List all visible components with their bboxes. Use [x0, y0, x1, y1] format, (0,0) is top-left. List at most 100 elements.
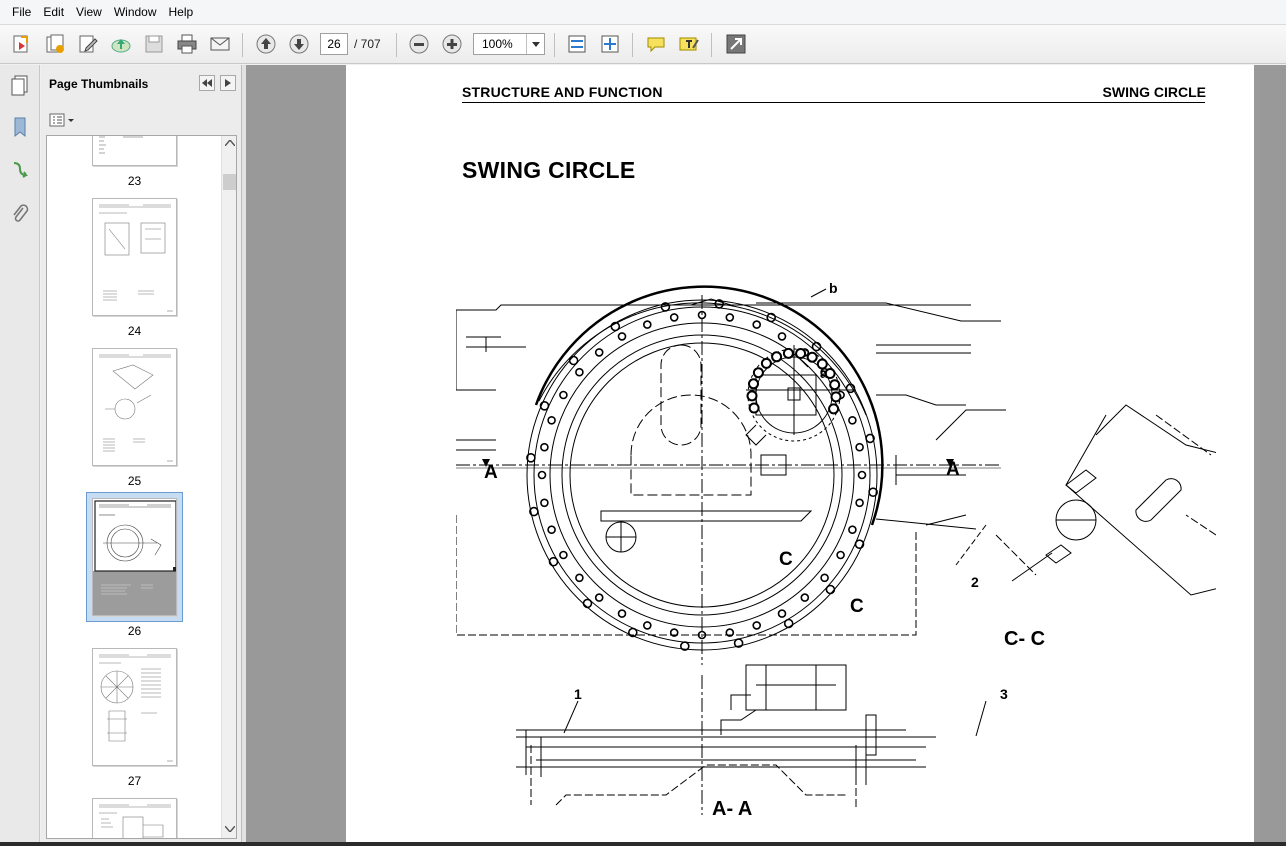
bolt-hole [697, 630, 707, 640]
pinion-tooth [760, 357, 772, 369]
zoom-in-icon[interactable] [440, 32, 464, 56]
comment-icon[interactable] [644, 32, 668, 56]
bolt-hole [820, 573, 829, 583]
part-number-3: 3 [1000, 686, 1008, 702]
menu-edit[interactable]: Edit [43, 5, 65, 19]
window-bottom-edge [0, 842, 1286, 846]
fit-width-icon[interactable] [565, 32, 589, 56]
thumbnail-scrollbar[interactable] [221, 136, 236, 838]
bolt-hole [800, 593, 810, 602]
fit-page-icon[interactable] [598, 32, 622, 56]
pinion-tooth [829, 379, 841, 391]
outer-bolt [610, 321, 621, 332]
bolt-hole [547, 525, 556, 534]
page-title: SWING CIRCLE [462, 157, 636, 183]
highlight-text-icon[interactable] [677, 32, 701, 56]
menu-help[interactable]: Help [168, 5, 194, 19]
bolt-hole [540, 442, 549, 452]
previous-page-icon[interactable] [254, 32, 278, 56]
bolt-hole [617, 609, 627, 618]
pinion-tooth [824, 368, 836, 379]
bolt-hole [777, 609, 787, 618]
bolt-hole [697, 310, 707, 320]
attachment-icon[interactable] [8, 202, 32, 226]
full-screen-icon[interactable] [724, 32, 748, 56]
bolt-hole [855, 498, 864, 508]
thumbnail-page-27[interactable] [92, 648, 177, 766]
swing-circle-drawing: b a A A C C 1 2 3 A- A C- C [456, 280, 1216, 820]
pinion-tooth [752, 367, 764, 379]
toolbar: 26 / 707 100% [0, 25, 1286, 64]
zoom-value: 100% [482, 37, 513, 51]
bolt-hole [836, 550, 845, 560]
toolbar-separator [711, 33, 712, 57]
scrollbar-thumb[interactable] [223, 174, 236, 190]
view-label-cc: C- C [1004, 628, 1045, 650]
pinion-tooth [771, 351, 783, 363]
header-rule [462, 102, 1205, 103]
next-page-icon[interactable] [287, 32, 311, 56]
edit-document-icon[interactable] [76, 32, 100, 56]
section-a-right: A [946, 459, 960, 480]
label-a: a [820, 365, 828, 381]
menu-view[interactable]: View [76, 5, 102, 19]
bookmark-icon[interactable] [8, 115, 32, 139]
collapse-panel-icon[interactable] [199, 75, 215, 91]
zoom-select[interactable]: 100% [473, 33, 545, 55]
bolt-hole [669, 313, 679, 322]
outer-bolt [783, 618, 794, 629]
bolt-hole [617, 332, 627, 341]
thumbnail-options-button[interactable] [49, 111, 75, 129]
page-total: / 707 [354, 37, 381, 51]
pinion-tooth [816, 358, 828, 370]
toolbar-separator [396, 33, 397, 57]
section-c-top: C [779, 549, 793, 570]
print-icon[interactable] [175, 32, 199, 56]
panel-splitter[interactable] [242, 65, 246, 846]
outer-bolt [529, 506, 539, 517]
bolt-hole [594, 593, 604, 602]
panel-title: Page Thumbnails [49, 77, 149, 91]
pinion-tooth [828, 403, 840, 415]
thumbnail-list[interactable]: 23 24 25 [46, 135, 237, 839]
pinion-tooth [830, 391, 842, 403]
thumbnail-label: 24 [127, 324, 142, 338]
view-label-aa: A- A [712, 798, 752, 820]
outer-bolt [868, 487, 878, 497]
toolbar-separator [242, 33, 243, 57]
page-number-input[interactable]: 26 [320, 33, 348, 55]
chevron-down-icon[interactable] [526, 34, 544, 54]
thumbnail-page-23[interactable] [92, 136, 177, 166]
outer-bolt [582, 598, 593, 609]
combine-files-icon[interactable] [43, 32, 67, 56]
pinion-tooth [748, 402, 760, 414]
thumbnail-label: 27 [127, 774, 142, 788]
bolt-hole [559, 550, 568, 560]
upload-icon[interactable] [109, 32, 133, 56]
thumbnail-label: 23 [127, 174, 142, 188]
bolt-hole [547, 416, 556, 425]
outer-bolt [628, 627, 638, 638]
outer-bolt [825, 584, 836, 595]
menu-window[interactable]: Window [113, 5, 157, 19]
thumbnail-page-24[interactable] [92, 198, 177, 316]
thumbnail-page-26[interactable] [92, 498, 177, 616]
save-icon[interactable] [142, 32, 166, 56]
pinion-tooth [782, 347, 794, 359]
menu-file[interactable]: File [12, 5, 32, 19]
part-number-1: 1 [574, 686, 582, 702]
email-icon[interactable] [208, 32, 232, 56]
create-pdf-icon[interactable] [10, 32, 34, 56]
toolbar-separator [632, 33, 633, 57]
document-viewport[interactable]: STRUCTURE AND FUNCTION SWING CIRCLE SWIN… [246, 65, 1286, 846]
zoom-out-icon[interactable] [407, 32, 431, 56]
signature-icon[interactable] [8, 158, 32, 182]
panel-header: Page Thumbnails [41, 65, 242, 101]
thumbnail-page-28[interactable] [92, 798, 177, 838]
bolt-hole [848, 416, 857, 425]
expand-panel-icon[interactable] [220, 75, 236, 91]
page-thumbnails-icon[interactable] [8, 73, 32, 97]
thumbnail-page-25[interactable] [92, 348, 177, 466]
bolt-hole [752, 621, 762, 630]
header-section: STRUCTURE AND FUNCTION [462, 84, 663, 100]
